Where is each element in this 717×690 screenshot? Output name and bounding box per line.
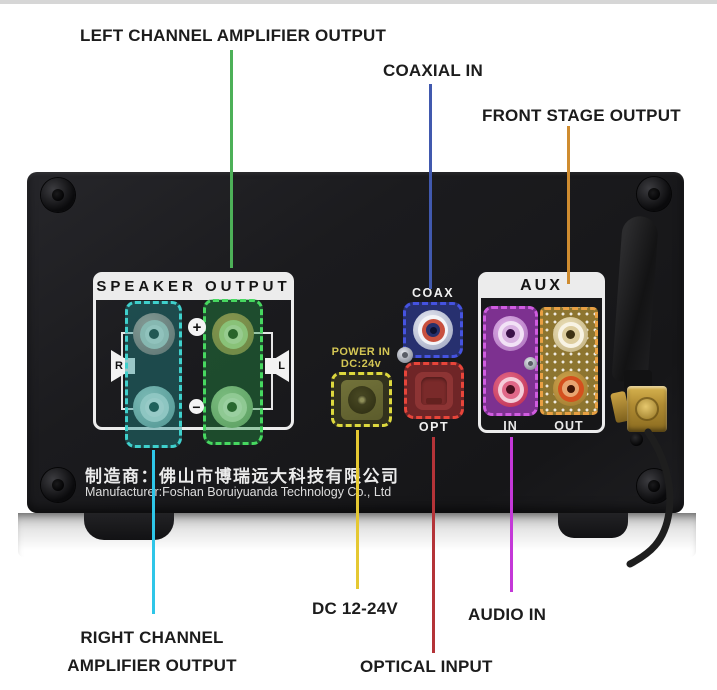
binding-post-right-positive: [133, 313, 175, 355]
opt-label: OPT: [418, 420, 450, 434]
right-speaker-letter: R: [115, 360, 123, 372]
photo-top-edge: [0, 0, 717, 4]
aux-section: AUX: [478, 272, 605, 433]
aux-out-left-rca-jack: [553, 317, 588, 352]
panel-screw-bottom-right: [637, 469, 671, 503]
dc-power-highlight-box: [331, 372, 392, 427]
coaxial-rca-jack: [413, 310, 453, 350]
left-speaker-letter: L: [278, 360, 285, 372]
device-foot-right: [558, 513, 628, 538]
dc-jack-pin: [356, 394, 367, 405]
panel-screw-top-left: [41, 178, 75, 212]
antenna-cable: [626, 428, 674, 568]
device-foot-left: [84, 513, 174, 540]
aux-in-left-rca-jack: [493, 316, 528, 351]
power-in-label-line2: DC:24v: [340, 358, 382, 370]
callout-line-left-channel: [230, 50, 233, 268]
aux-out-highlight-box: [540, 307, 598, 415]
panel-screw-top-right: [637, 177, 671, 211]
polarity-minus-badge: −: [189, 399, 204, 415]
antenna-sma-connector: [627, 386, 667, 432]
callout-line-dc-power: [356, 430, 359, 589]
left-channel-highlight-box: [203, 299, 263, 445]
aux-out-label: OUT: [554, 419, 584, 433]
panel-screw-bottom-left: [41, 468, 75, 502]
aux-title: AUX: [480, 274, 603, 298]
wifi-antenna: [611, 215, 659, 384]
right-channel-highlight-box: [125, 301, 182, 448]
callout-label-optical-input: OPTICAL INPUT: [360, 657, 493, 676]
callout-line-optical: [432, 437, 435, 653]
power-in-label: POWER IN DC:24v: [327, 346, 395, 370]
callout-label-audio-in: AUDIO IN: [468, 605, 547, 624]
small-screw-aux: [524, 357, 537, 370]
optical-highlight-box: [404, 362, 464, 419]
coax-highlight-box: [403, 302, 463, 358]
callout-label-left-channel-amplifier-output: LEFT CHANNEL AMPLIFIER OUTPUT: [80, 26, 387, 45]
power-in-label-line1: POWER IN: [331, 346, 391, 358]
manufacturer-text-english: Manufacturer:Foshan Boruiyuanda Technolo…: [85, 485, 392, 499]
callout-label-coaxial-in: COAXIAL IN: [383, 61, 483, 80]
callout-label-right-channel-amplifier-output: RIGHT CHANNEL AMPLIFIER OUTPUT: [42, 624, 262, 680]
coax-label: COAX: [411, 286, 455, 300]
aux-in-highlight-box: [483, 306, 538, 416]
binding-post-left-negative: [211, 386, 253, 428]
aux-out-right-rca-jack: [553, 371, 588, 406]
amplifier-back-panel: SPEAKER OUTPUT R L + − POWER IN DC:24v C…: [27, 172, 684, 513]
antenna-joint: [624, 370, 652, 390]
binding-post-left-positive: [212, 313, 254, 355]
small-screw-coax: [397, 347, 413, 363]
binding-post-right-negative: [133, 386, 175, 428]
polarity-plus-badge: +: [188, 318, 206, 336]
dc-power-jack: [340, 379, 383, 420]
callout-line-front-stage: [567, 126, 570, 284]
right-channel-label-line1: RIGHT CHANNEL: [80, 628, 224, 647]
toslink-optical-port: [415, 371, 453, 410]
panel-cable-hole: [630, 433, 643, 446]
right-channel-label-line2: AMPLIFIER OUTPUT: [67, 656, 237, 675]
speaker-output-title: SPEAKER OUTPUT: [95, 274, 292, 300]
aux-in-right-rca-jack: [493, 372, 528, 407]
manufacturer-text-chinese: 制造商：佛山市博瑞远大科技有限公司: [85, 467, 400, 486]
aux-in-label: IN: [503, 419, 518, 433]
speaker-output-section: SPEAKER OUTPUT: [93, 272, 294, 430]
callout-label-dc-12-24v: DC 12-24V: [312, 599, 398, 618]
callout-line-right-channel: [152, 450, 155, 614]
callout-line-audio-in: [510, 437, 513, 592]
callout-label-front-stage-output: FRONT STAGE OUTPUT: [482, 106, 681, 125]
callout-line-coaxial-in: [429, 84, 432, 289]
